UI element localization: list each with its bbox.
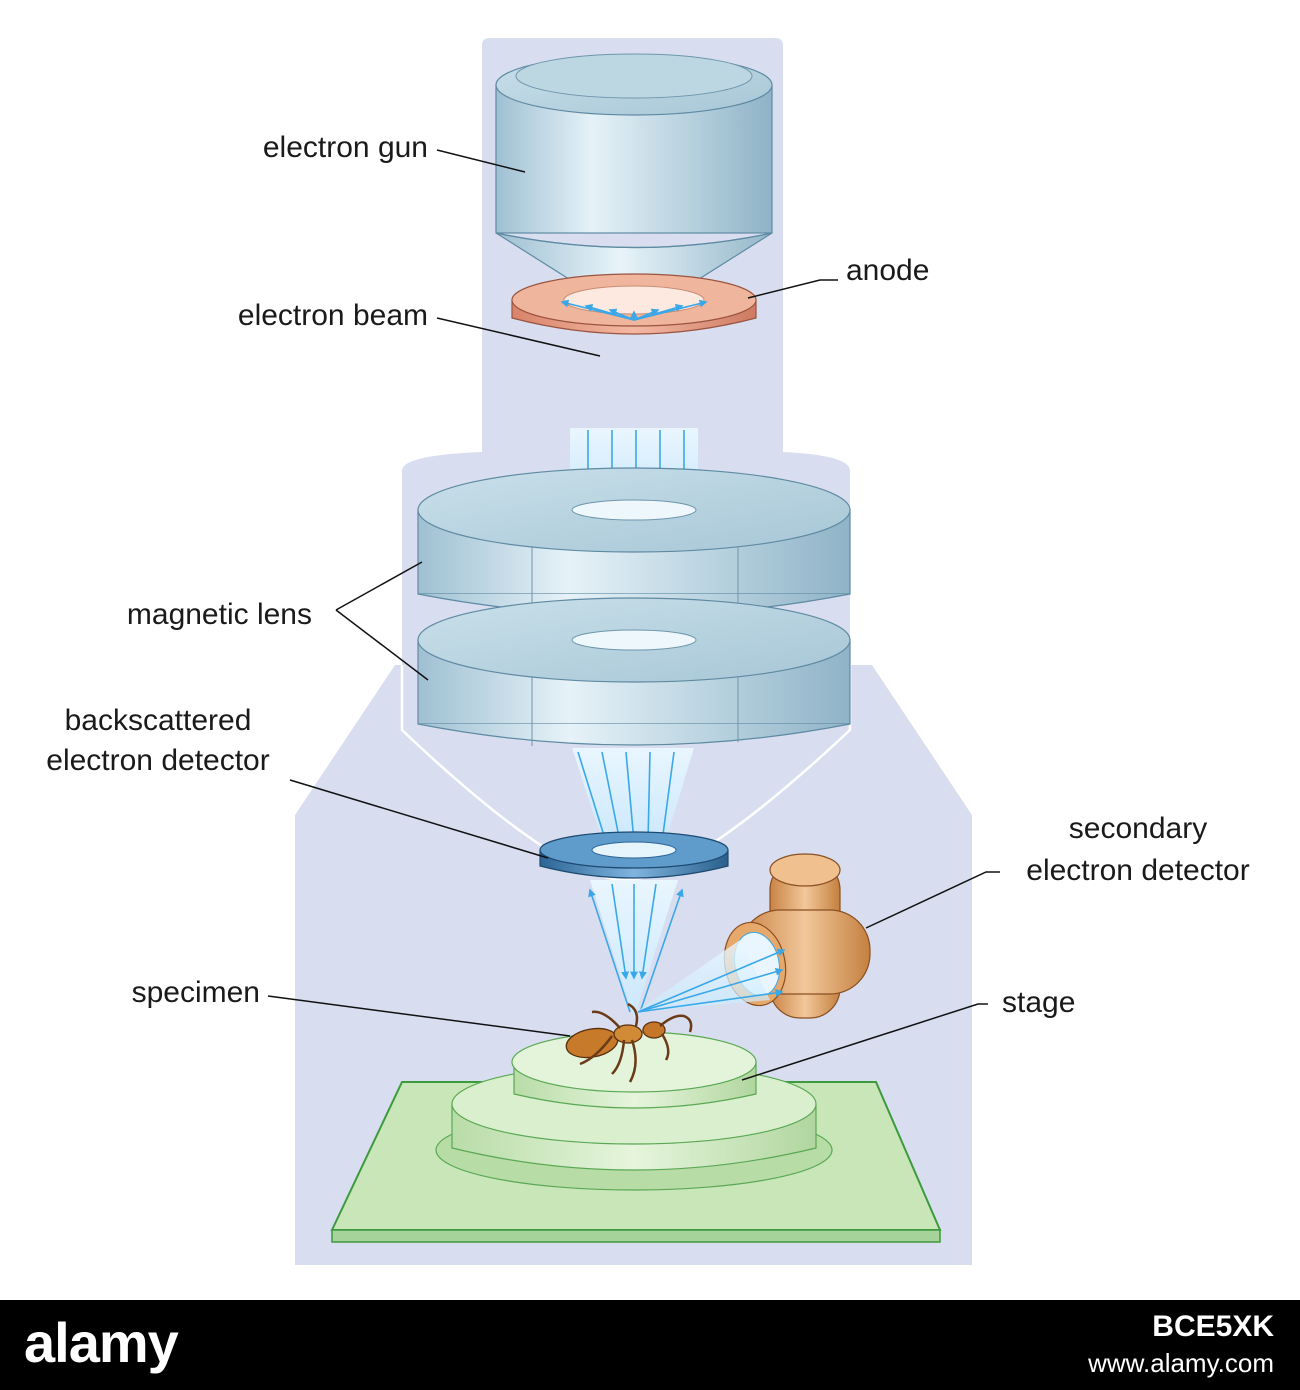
beam-rays-lens-to-detector bbox=[577, 751, 675, 844]
label-specimen: specimen bbox=[132, 976, 260, 1009]
stock-footer-bar: alamy BCE5XK www.alamy.com bbox=[0, 1300, 1300, 1390]
footer-url: www.alamy.com bbox=[1088, 1348, 1274, 1378]
backscattered-electron-detector bbox=[539, 831, 729, 879]
secondary-electron-rays-fan bbox=[636, 940, 770, 1012]
backscatter-rays bbox=[588, 888, 684, 1013]
beam-rays-gun-to-anode bbox=[560, 299, 708, 321]
anode bbox=[511, 273, 757, 335]
sem-diagram: electron gun electron beam anode magneti… bbox=[46, 38, 1250, 1265]
label-electron-gun: electron gun bbox=[263, 131, 428, 164]
secondary-electron-rays bbox=[637, 948, 786, 1013]
image-id: BCE5XK bbox=[1152, 1310, 1274, 1343]
label-anode: anode bbox=[846, 254, 929, 287]
magnetic-lens-upper bbox=[417, 467, 851, 616]
label-electron-beam: electron beam bbox=[238, 299, 428, 332]
magnetic-lens-lower bbox=[417, 597, 851, 746]
label-backscattered-line2: electron detector bbox=[46, 744, 269, 777]
label-stage: stage bbox=[1002, 986, 1075, 1019]
label-secondary-line1: secondary bbox=[1069, 812, 1207, 845]
leader-lines bbox=[267, 149, 1000, 1081]
beam-column-lower bbox=[572, 748, 694, 846]
alamy-logo: alamy bbox=[24, 1311, 179, 1374]
beam-rays-to-specimen bbox=[611, 883, 657, 980]
stage bbox=[330, 1031, 942, 1243]
label-backscattered-line1: backscattered bbox=[65, 704, 252, 737]
label-magnetic-lens: magnetic lens bbox=[127, 598, 312, 631]
specimen-ant bbox=[565, 1002, 693, 1083]
label-secondary-line2: electron detector bbox=[1026, 854, 1249, 887]
